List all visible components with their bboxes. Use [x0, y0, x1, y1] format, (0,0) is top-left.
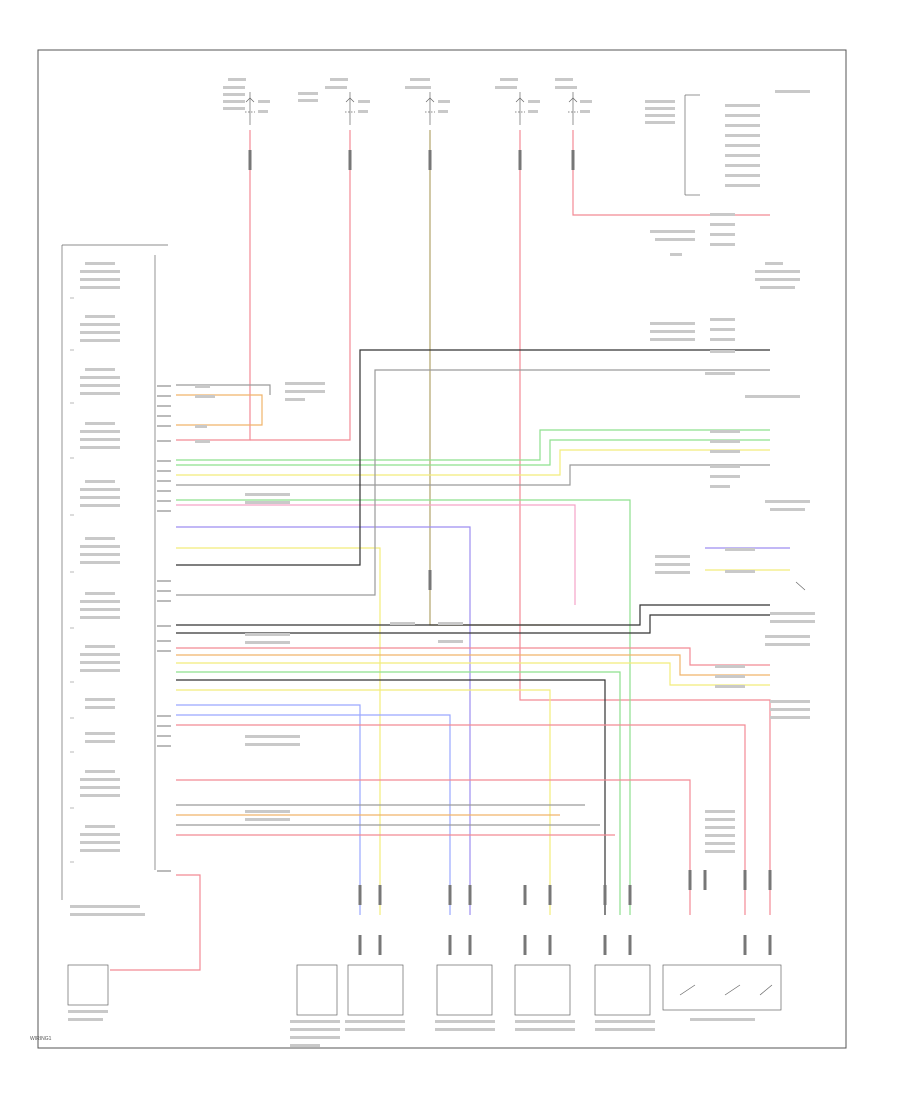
wire-black	[176, 349, 770, 566]
splice-labels	[195, 382, 463, 821]
fuse-label-blocks	[223, 78, 592, 113]
connector-pin	[358, 885, 362, 905]
fuse-2	[345, 92, 355, 125]
wire-red	[572, 130, 770, 216]
fuse-3	[425, 92, 435, 125]
brake-light-switch-box	[662, 964, 782, 1011]
connectors-layer	[248, 150, 772, 955]
connector-pin	[548, 885, 552, 905]
wheel-speed-sensor-box-1	[296, 964, 338, 1016]
wire-yellow	[176, 449, 770, 476]
fuse-4	[515, 92, 525, 125]
footer-code: WIRING1	[30, 1036, 52, 1042]
connector-pin	[603, 885, 607, 905]
connector-pin	[428, 150, 432, 170]
connector-pin	[428, 570, 432, 590]
wire-black	[176, 614, 770, 634]
wire-gray	[176, 464, 770, 486]
wheel-speed-sensor-box-5	[594, 964, 651, 1016]
wire-blue	[176, 714, 451, 915]
connector-pin	[348, 150, 352, 170]
abs-control-module	[61, 244, 171, 916]
connector-pin	[603, 935, 607, 955]
wire-red	[250, 130, 351, 441]
connector-pin	[468, 885, 472, 905]
wire-red	[176, 779, 691, 915]
connector-pin	[628, 935, 632, 955]
connector-pin	[523, 935, 527, 955]
connector-pin	[628, 885, 632, 905]
connector-pin	[378, 935, 382, 955]
connector-pin	[768, 870, 772, 890]
connector-pin	[703, 870, 707, 890]
wire-blue	[176, 704, 361, 915]
connector-pin	[378, 885, 382, 905]
bottom-labels	[68, 1010, 755, 1047]
wire-red	[176, 130, 251, 441]
connector-pin	[548, 935, 552, 955]
connector-pin	[571, 150, 575, 170]
connector-pin	[448, 935, 452, 955]
wheel-speed-sensor-box-2	[347, 964, 404, 1016]
wire-yellow	[176, 689, 551, 915]
diagram-frame	[37, 49, 847, 1049]
connector-pin	[743, 935, 747, 955]
wire-pink	[176, 504, 576, 605]
wire-green	[176, 671, 621, 915]
wire-green	[176, 439, 770, 466]
connector-pin	[768, 935, 772, 955]
connector-pin	[688, 870, 692, 890]
connector-pin	[358, 935, 362, 955]
wire-purple	[176, 526, 471, 915]
wire-red	[519, 130, 771, 915]
wire-red	[110, 874, 201, 971]
wire-yellow	[176, 547, 381, 915]
brake-fluid-sensor-box	[67, 964, 109, 1006]
wire-olive	[429, 130, 560, 626]
fuse-block-group	[245, 92, 578, 125]
wire-red	[176, 724, 746, 915]
wires-layer	[110, 130, 790, 971]
connector-pin	[448, 885, 452, 905]
wire-gray	[176, 384, 271, 395]
connector-pin	[743, 870, 747, 890]
connector-pin	[523, 885, 527, 905]
wire-gray	[176, 369, 770, 596]
connector-pin	[518, 150, 522, 170]
right-labels	[650, 213, 815, 853]
bottom-components	[67, 581, 806, 1016]
wheel-speed-sensor-box-4	[514, 964, 571, 1016]
wire-orange	[176, 394, 263, 426]
wheel-speed-sensor-box-3	[436, 964, 493, 1016]
connector-pin	[248, 150, 252, 170]
wire-black	[176, 679, 606, 915]
wire-green	[176, 429, 770, 461]
wire-green	[176, 499, 631, 915]
fuse-5	[568, 92, 578, 125]
wire-yellow	[176, 662, 770, 686]
steering-sensor-box	[645, 90, 810, 196]
fuse-1	[245, 92, 255, 125]
connector-pin	[468, 935, 472, 955]
